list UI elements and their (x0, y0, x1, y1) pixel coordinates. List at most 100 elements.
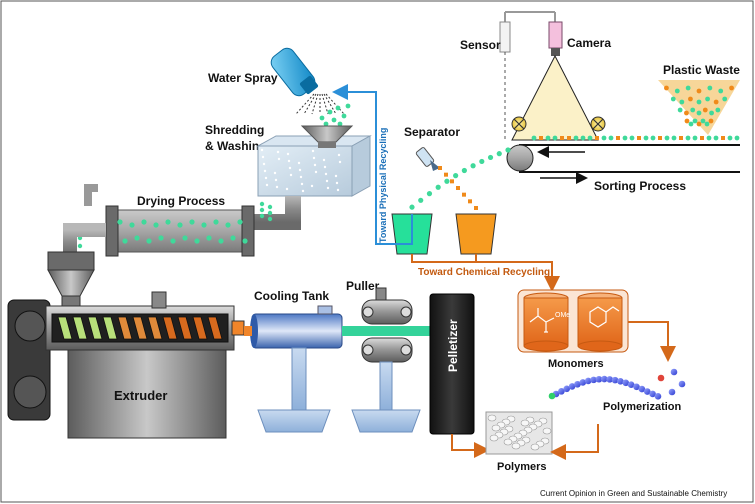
conveyor-particle (664, 135, 670, 141)
polymer-bead (617, 377, 624, 385)
green-stream-particle (426, 191, 433, 197)
wash-speck (313, 163, 317, 167)
waste-particle (685, 85, 691, 91)
water-spray-label: Water Spray (208, 71, 278, 85)
plastic-waste-hopper (658, 80, 740, 135)
dryer-particle (117, 219, 123, 225)
monomers-label: Monomers (548, 358, 604, 370)
green-stream-particle (487, 154, 494, 161)
wash-speck (314, 170, 318, 174)
extruder-screw (57, 316, 223, 340)
dryer-particle (141, 219, 147, 225)
spray-droplet (341, 113, 347, 119)
conveyor-particle (629, 135, 635, 141)
dryer-particle (129, 222, 135, 228)
conveyor-particle (650, 135, 656, 141)
waste-particle (670, 96, 676, 102)
orange-stream-particle (450, 179, 454, 184)
conveyor-particle (608, 135, 614, 141)
conveyor-particle (601, 135, 607, 141)
wash-speck (310, 184, 314, 188)
polymer-pellets (487, 414, 552, 451)
waste-particle (704, 121, 710, 127)
water-spray-nozzle-icon (270, 47, 319, 97)
waste-particle (679, 99, 685, 105)
pellet (487, 414, 497, 422)
wash-speck (265, 183, 269, 187)
screw-flight (192, 316, 208, 340)
conveyor-particle (734, 135, 740, 141)
screw-flight (207, 316, 223, 340)
spray-droplet (345, 103, 351, 109)
waste-particle (702, 107, 708, 113)
green-stream-particle (444, 178, 450, 184)
dryer-particle (194, 238, 200, 244)
spray-droplet (319, 115, 325, 121)
wash-speck (312, 156, 316, 160)
conveyor-particle (658, 136, 662, 140)
conveyor-particle (560, 136, 564, 140)
wash-speck (334, 174, 338, 178)
sensor-device (499, 11, 556, 140)
waste-particle (718, 88, 724, 94)
chain-end-bead (548, 392, 556, 400)
extruder-label: Extruder (114, 388, 167, 403)
physical-recycling-arrow (332, 84, 413, 245)
orange-stream-particle (444, 172, 448, 177)
puller-label: Puller (346, 279, 380, 293)
shredding-washing-unit (256, 125, 372, 197)
waste-particle (696, 88, 702, 94)
dryer-particle (206, 235, 212, 241)
pipe-particle (259, 207, 265, 213)
die-outlet (244, 326, 252, 336)
separator-label: Separator (404, 125, 460, 139)
conveyor-particle (643, 135, 649, 141)
dryer-particle (146, 238, 152, 244)
conveyor-particle (721, 136, 725, 140)
polymer-bead (563, 385, 571, 393)
polymer-bead (643, 388, 651, 395)
orange-stream-particle (474, 206, 478, 210)
waste-particle (729, 85, 734, 91)
conveyor-particle (671, 135, 677, 141)
wash-speck (273, 171, 277, 175)
dryer-particle (237, 219, 243, 225)
polymer-bead (584, 377, 592, 385)
polymer-chain-beads (548, 368, 686, 400)
wash-speck (300, 182, 304, 186)
screw-flight (87, 316, 103, 340)
wash-speck (338, 160, 342, 164)
green-stream-particle (461, 167, 467, 174)
wash-speck (297, 161, 301, 165)
green-stream-particle (479, 158, 485, 165)
conveyor-particles (531, 135, 740, 141)
cooling-tank-stand (257, 347, 331, 433)
wash-speck (264, 176, 268, 180)
wash-speck (289, 173, 293, 177)
polymer-bead (606, 376, 613, 383)
screw-flight (147, 316, 163, 340)
polymer-bead (579, 379, 587, 386)
wash-speck (301, 189, 305, 193)
extruder-machine (7, 291, 245, 439)
conveyor-particle (567, 136, 571, 140)
dryer-particle (242, 238, 248, 244)
conveyor-particle (692, 135, 698, 141)
wash-speck (322, 158, 326, 162)
free-monomer-bead (668, 388, 676, 396)
falling-particle-streams (409, 147, 511, 210)
waste-particle (708, 118, 714, 124)
waste-particle (722, 96, 728, 102)
orange-stream-particle (462, 192, 466, 197)
wash-speck (263, 169, 267, 173)
waste-particle (696, 110, 702, 116)
monomers-to-polymerization-arrow (628, 321, 676, 362)
pellet (530, 443, 540, 451)
waste-particle (684, 110, 689, 116)
orange-stream-particle (468, 199, 472, 204)
free-monomer-bead (670, 368, 678, 376)
polymer-bead (622, 379, 630, 387)
wash-speck (262, 162, 266, 166)
green-stream-particle (409, 204, 415, 210)
